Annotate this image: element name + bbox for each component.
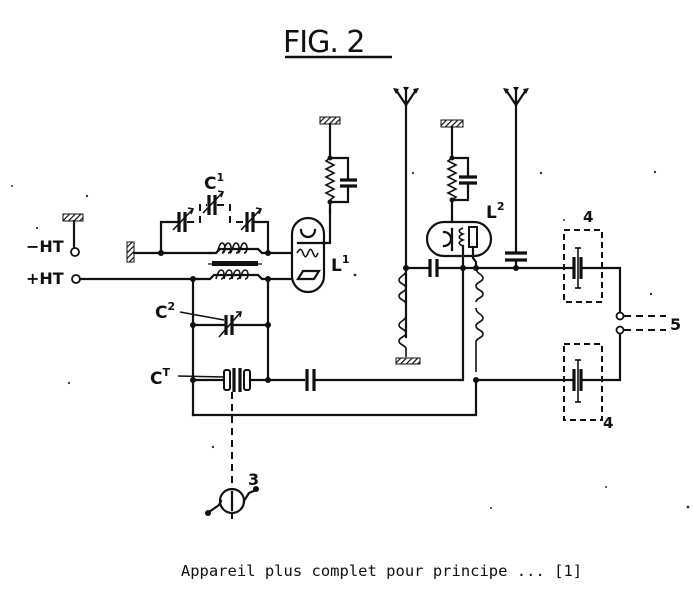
tube-l2: L2 [425, 200, 505, 270]
tube-l1: L1 [290, 208, 350, 294]
minus-ht-terminal: −HT [26, 213, 84, 257]
plus-ht-label: +HT [26, 269, 64, 288]
l2-output-coil [473, 267, 484, 383]
figure-title-text: FIG. 2 [283, 25, 365, 60]
terminal-icon [70, 247, 80, 257]
label-4-bottom: 4 [603, 414, 613, 432]
figure-title: FIG. 2 [283, 25, 392, 60]
c2-label: C2 [155, 300, 175, 323]
antenna-1 [393, 86, 419, 339]
scan-specks [11, 170, 690, 509]
coupled-coils [158, 242, 302, 282]
c1-label: C1 [204, 171, 224, 194]
c1-variable-capacitor: C1 [159, 171, 270, 255]
output-terminals-5: 5 [615, 311, 681, 335]
ct-label: CT [150, 366, 170, 389]
ground-icon [395, 357, 421, 365]
figure-caption: Appareil plus complet pour principe ... … [180, 562, 583, 580]
antenna-2 [503, 86, 529, 271]
label-3: 3 [248, 470, 259, 489]
antenna-1-coil [395, 269, 421, 365]
terminal-icon [71, 274, 81, 284]
ct-trimmer-capacitor: CT [150, 366, 271, 392]
motor-3: 3 [205, 470, 259, 516]
l2-plate-load [440, 119, 477, 208]
l2-label: L2 [486, 200, 505, 223]
l1-plate-load [319, 116, 357, 214]
terminal-icon [615, 311, 625, 321]
terminal-icon [615, 325, 625, 335]
plus-ht-terminal: +HT [26, 269, 200, 288]
label-5: 5 [670, 315, 681, 334]
l1-label: L1 [331, 253, 350, 276]
c2-variable-capacitor: C2 [155, 277, 271, 417]
shielded-capacitor-4-top: 4 [514, 208, 622, 315]
minus-ht-label: −HT [26, 237, 64, 256]
label-4-top: 4 [583, 208, 593, 226]
shielded-capacitor-4-bottom: 4 [474, 330, 622, 432]
